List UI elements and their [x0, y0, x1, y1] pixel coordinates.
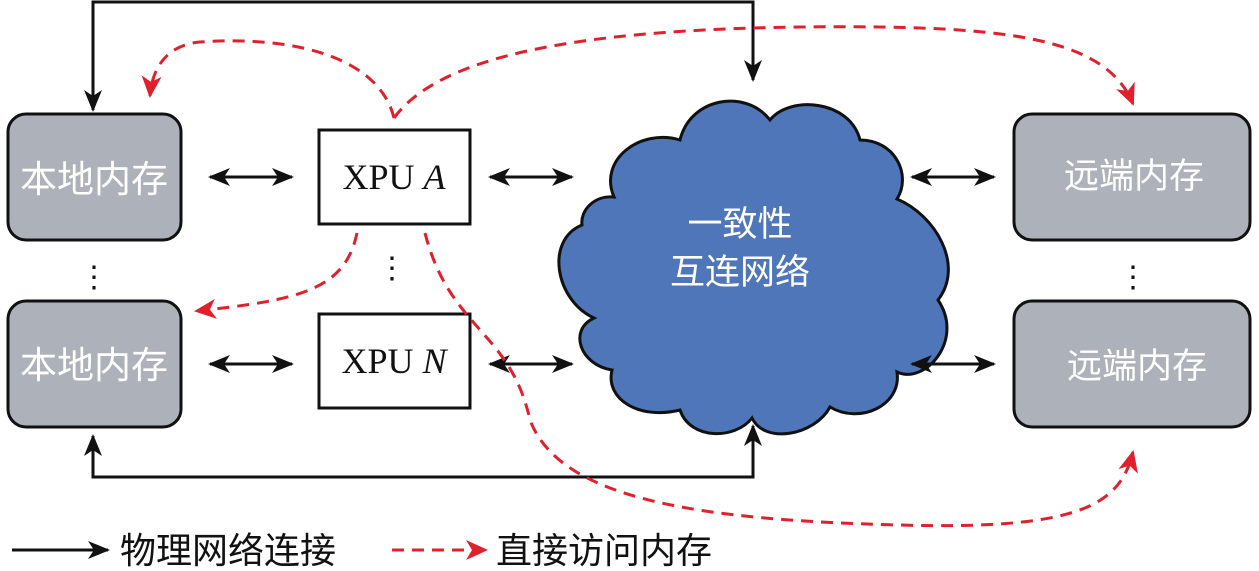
local-memory-ellipsis: ⋮ [79, 261, 109, 294]
xpu-n-prefix: XPU [341, 341, 422, 381]
svg-text:XPU N: XPU N [341, 341, 448, 381]
xpu-n-suffix: N [422, 341, 449, 381]
xpu-a-prefix: XPU [342, 157, 423, 197]
svg-text:XPU A: XPU A [342, 157, 446, 197]
cloud-label-line2: 互连网络 [670, 253, 810, 293]
direct-access-xpuA-local2 [194, 232, 359, 319]
legend: 物理网络连接 直接访问内存 [12, 531, 712, 571]
remote-memory-2-label: 远端内存 [1067, 347, 1207, 387]
remote-memory-1-label: 远端内存 [1064, 157, 1204, 197]
direct-access-xpuA-remote1 [392, 25, 1135, 119]
remote-memory-1: 远端内存 [1012, 112, 1252, 242]
direct-access-xpuA-local1 [141, 39, 396, 119]
legend-direct-label: 直接访问内存 [496, 531, 712, 571]
xpu-a-suffix: A [422, 157, 447, 197]
remote-memory-ellipsis: ⋮ [1118, 261, 1148, 294]
coherent-interconnect-cloud: 一致性 互连网络 [557, 99, 950, 436]
xpu-ellipsis: ⋮ [377, 252, 407, 285]
direct-access-xpuA-remote2 [423, 232, 1138, 528]
local-memory-2-label: 本地内存 [20, 344, 168, 387]
remote-memory-2: 远端内存 [1012, 299, 1252, 429]
local-memory-1-label: 本地内存 [20, 158, 168, 201]
xpu-n: XPU N [317, 312, 472, 410]
xpu-a: XPU A [317, 128, 472, 226]
physical-link-top [84, 0, 762, 112]
cloud-label-line1: 一致性 [687, 205, 792, 245]
legend-physical-label: 物理网络连接 [120, 531, 336, 571]
physical-link-bottom [84, 424, 762, 479]
local-memory-2: 本地内存 [6, 299, 183, 429]
local-memory-1: 本地内存 [6, 112, 183, 242]
